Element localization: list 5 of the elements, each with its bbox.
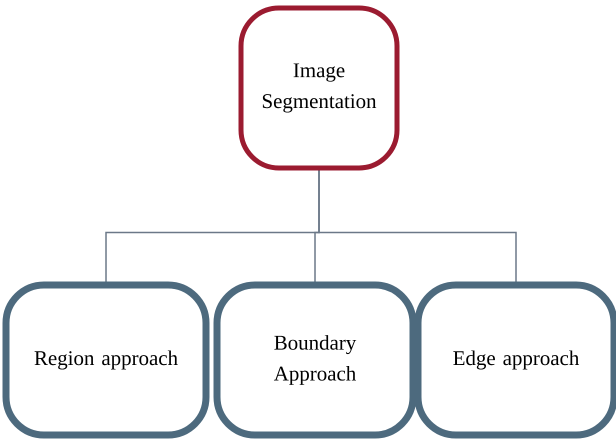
process-box: Boundary Approach	[214, 282, 416, 438]
connector-line	[318, 170, 517, 282]
process-box: Region approach	[2, 282, 210, 438]
process-box: Edge approach	[414, 282, 616, 438]
process-box: Image Segmentation	[238, 6, 400, 170]
